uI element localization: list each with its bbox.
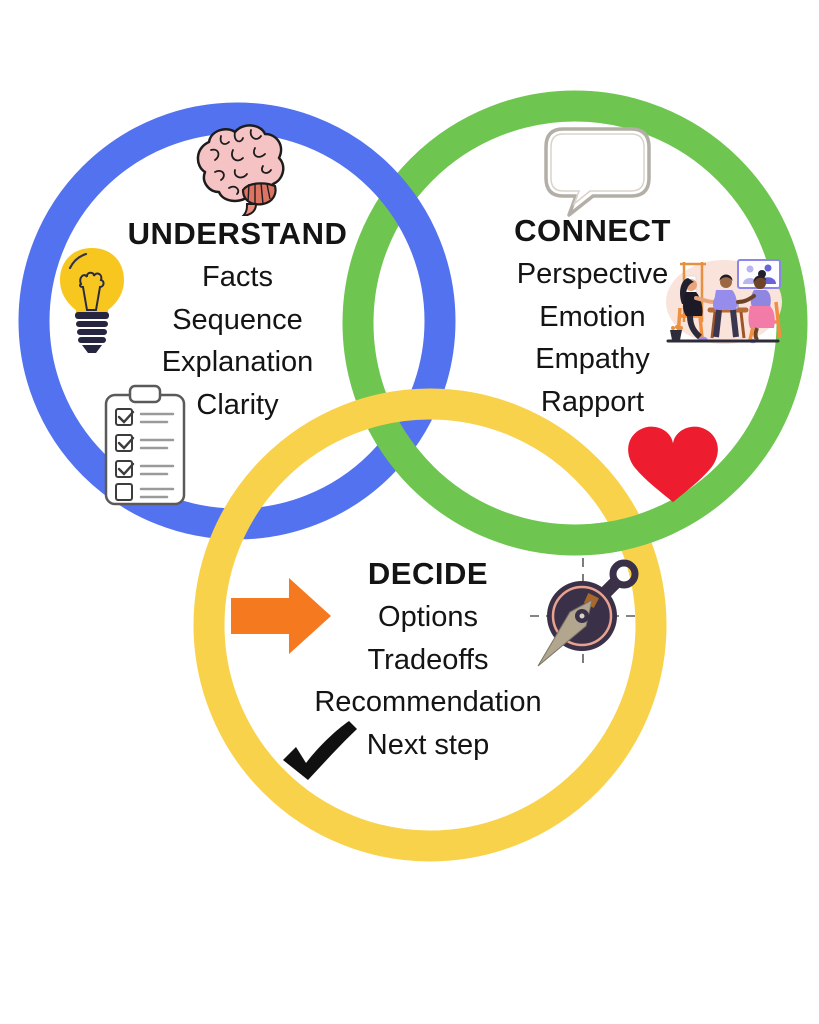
decide-group: DECIDE Options Tradeoffs Recommendation … — [268, 557, 588, 766]
decide-title: DECIDE — [367, 556, 489, 591]
connect-group: CONNECT Perspective Emotion Empathy Rapp… — [450, 214, 735, 423]
lightbulb-icon — [60, 248, 124, 353]
decide-item: Tradeoffs — [367, 643, 489, 676]
connect-item: Perspective — [516, 258, 669, 290]
understand-item: Facts — [202, 261, 273, 293]
understand-item: Sequence — [172, 303, 303, 336]
understand-group: UNDERSTAND Facts Sequence Explanation Cl… — [85, 217, 390, 426]
brain-icon — [196, 124, 285, 216]
speech-bubble-icon — [544, 127, 651, 217]
understand-item: Explanation — [161, 346, 314, 378]
checklist-icon — [104, 384, 186, 506]
understand-item: Clarity — [196, 388, 279, 421]
people-talking-illustration — [666, 259, 782, 344]
connect-item: Empathy — [535, 343, 650, 375]
arrow-right-icon — [231, 578, 331, 654]
connect-title: CONNECT — [514, 213, 671, 248]
decide-ring — [193, 388, 667, 862]
connect-ring — [342, 90, 808, 556]
checkmark-icon — [283, 721, 357, 780]
decide-item: Next step — [366, 728, 490, 761]
connect-item: Emotion — [539, 300, 646, 333]
decide-item: Options — [378, 601, 478, 633]
decide-items: Options Tradeoffs Recommendation Next st… — [268, 596, 588, 766]
understand-title: UNDERSTAND — [127, 216, 348, 251]
heart-icon — [628, 426, 718, 503]
compass-icon — [530, 558, 639, 670]
connect-item: Rapport — [540, 385, 645, 418]
connect-ring-weave-over-yellow — [592, 505, 674, 555]
connect-items: Perspective Emotion Empathy Rapport — [450, 253, 735, 423]
decide-item: Recommendation — [314, 686, 542, 718]
understand-items: Facts Sequence Explanation Clarity — [85, 256, 390, 426]
